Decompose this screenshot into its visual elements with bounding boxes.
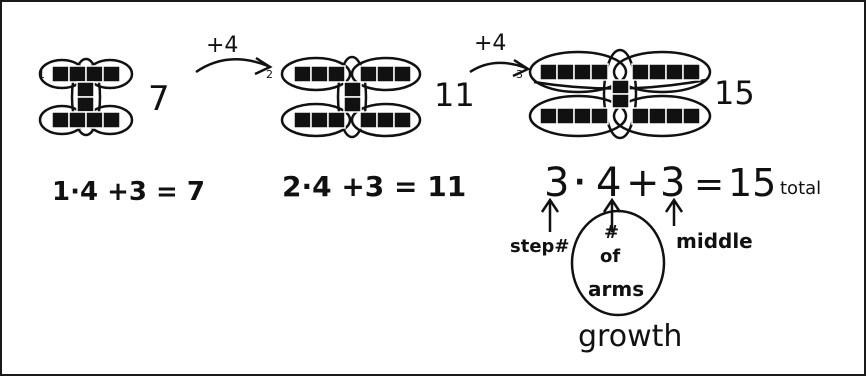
stage-2-arm-loop <box>280 102 352 138</box>
stage-3-index: 3 <box>516 68 523 81</box>
stage-2-arm-loop <box>280 56 352 92</box>
growth-label: growth <box>578 319 682 354</box>
equation-1: 1·4 +3 = 7 <box>52 177 205 207</box>
equation-3-suffix: total <box>780 178 821 199</box>
stage-2-arm-loop <box>350 102 422 138</box>
equation-2: 2·4 +3 = 11 <box>282 170 466 203</box>
annotation-arrows <box>540 197 684 317</box>
stage-1-middle-loop <box>70 57 102 137</box>
stage-3-squares <box>539 63 701 125</box>
transition-arrow-1 <box>195 56 273 76</box>
equation-3-arm-count: 4 <box>596 160 621 206</box>
arms-label-line-1: # <box>604 222 619 243</box>
stage-2-middle-loop <box>336 55 368 139</box>
step-label: step# <box>510 236 570 257</box>
stage-2-figure <box>280 55 422 139</box>
stage-2-arm-loop <box>350 56 422 92</box>
stage-2-total: 11 <box>434 76 475 114</box>
arms-arrow <box>602 197 622 232</box>
stage-2-index: 2 <box>266 68 273 81</box>
equation-3-times: · <box>574 165 585 200</box>
stage-3-total: 15 <box>714 74 755 112</box>
equation-3-middle-count: 3 <box>660 160 685 206</box>
arms-label-line-3: arms <box>588 277 644 301</box>
stage-3-middle-loop <box>602 48 638 140</box>
stage-2-squares <box>293 65 412 129</box>
stage-3-arm-loop <box>528 50 628 94</box>
stage-1-squares <box>51 65 121 129</box>
equation-3-equals: = <box>694 164 724 205</box>
equation-3-total: 15 <box>728 161 776 205</box>
stage-1-index: 1 <box>38 68 45 81</box>
transition-arrow-2 <box>469 58 531 78</box>
transition-1-label: +4 <box>206 33 238 58</box>
equation-3: 3 · 4 + 3 = 15 total <box>544 160 821 206</box>
middle-label: middle <box>676 229 753 253</box>
stage-1-total: 7 <box>148 79 170 119</box>
stage-3-arm-loop <box>528 94 628 138</box>
growth-circle <box>570 209 666 317</box>
middle-arrow <box>664 197 684 226</box>
step-arrow <box>540 197 560 232</box>
equation-3-plus: + <box>626 160 660 206</box>
equation-3-step-count: 3 <box>544 160 569 206</box>
stage-3-arm-loop <box>612 94 712 138</box>
arms-label-line-2: of <box>600 246 620 267</box>
stage-3-arm-loop <box>612 50 712 94</box>
transition-2-label: +4 <box>474 31 506 56</box>
